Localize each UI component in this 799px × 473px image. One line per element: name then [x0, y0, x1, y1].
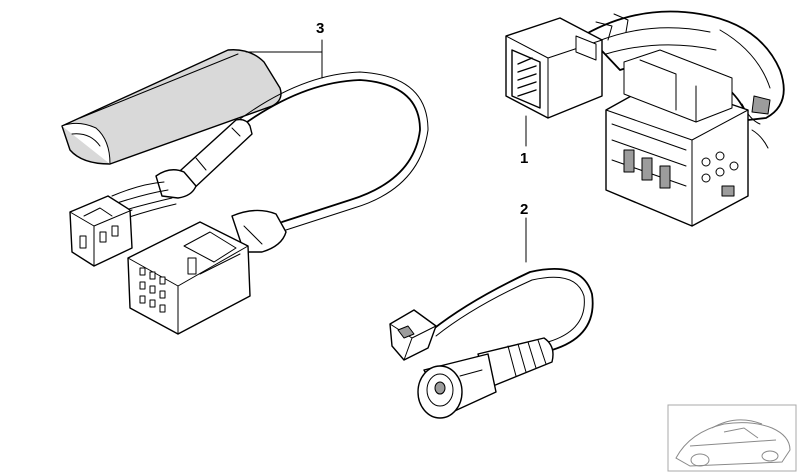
- coax-boot: [477, 337, 554, 389]
- connector-pins: [517, 57, 537, 97]
- callout-2: 2: [520, 201, 528, 218]
- inline-module: [155, 118, 253, 199]
- thumbnail-frame: [667, 404, 797, 472]
- main-housing: [605, 49, 749, 227]
- callout-1: 1: [520, 150, 528, 167]
- protective-sleeve: [61, 49, 282, 165]
- strain-relief: [231, 209, 287, 253]
- small-plug: [389, 309, 437, 361]
- small-connector: [69, 195, 133, 267]
- leader-lines: [245, 39, 527, 263]
- connector-pin-grid: [139, 267, 166, 313]
- part-3-adapter-cable: [61, 49, 429, 335]
- antenna-cable-wire: [431, 268, 594, 351]
- large-connector: [127, 221, 251, 335]
- round-terminals: [701, 151, 739, 183]
- adapter-cable-wire: [235, 71, 429, 231]
- part-2-antenna-adapter: [389, 268, 594, 419]
- car-outline-icon: [675, 419, 791, 467]
- callout-labels: 3 1 2: [316, 20, 528, 218]
- callout-3: 3: [316, 20, 324, 37]
- din-antenna-plug: [417, 353, 497, 419]
- upper-pin-connector: [505, 17, 603, 119]
- car-thumbnail: [667, 404, 797, 472]
- part-1-harness-connector: [505, 10, 785, 227]
